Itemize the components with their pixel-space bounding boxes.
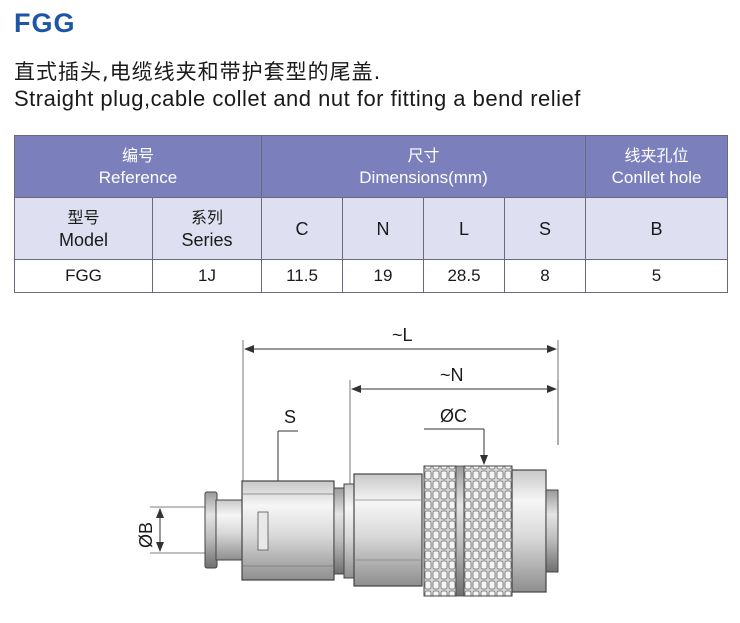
subtitle-english: Straight plug,cable collet and nut for f… [14,86,581,111]
cell-s: 8 [503,259,587,293]
label-b: ØB [136,522,156,548]
header-dimensions: 尺寸 Dimensions(mm) [260,135,587,198]
page-title: FGG [14,8,76,38]
label-l: ~L [392,325,413,345]
cell-series: 1J [152,259,262,293]
subheader-n: N [342,197,424,260]
cell-model: FGG [14,259,153,293]
label-c: ØC [440,406,467,426]
label-n: ~N [440,365,464,385]
subheader-b: B [585,197,729,260]
subheader-c: C [261,197,343,260]
subheader-series: 系列 Series [152,197,262,260]
subtitle-chinese: 直式插头,电缆线夹和带护套型的尾盖. [14,60,382,84]
label-s: S [284,407,296,427]
cell-n: 19 [342,259,424,293]
table-row: FGG 1J 11.5 19 28.5 8 5 [14,259,729,293]
subheader-l: L [423,197,505,260]
connector-technical-drawing: ~L ~N ØC S ØB [136,325,559,597]
cell-b: 5 [585,259,729,293]
dimension-n: ~N [349,365,559,488]
dimension-c: ØC [424,406,488,465]
cell-l: 28.5 [423,259,505,293]
connector-body [204,465,559,597]
dimension-l: ~L [242,325,559,488]
dimension-b: ØB [136,506,215,554]
cell-c: 11.5 [261,259,343,293]
spec-table: 编号 Reference 尺寸 Dimensions(mm) 线夹孔位 Conl… [14,135,729,293]
table-sub-header-row: 型号 Model 系列 Series C N L S B [14,197,729,260]
header-collet-hole: 线夹孔位 Conllet hole [585,135,729,198]
header-reference: 编号 Reference [14,135,262,198]
subheader-model: 型号 Model [14,197,153,260]
subheader-s: S [503,197,587,260]
table-group-header-row: 编号 Reference 尺寸 Dimensions(mm) 线夹孔位 Conl… [14,135,729,198]
